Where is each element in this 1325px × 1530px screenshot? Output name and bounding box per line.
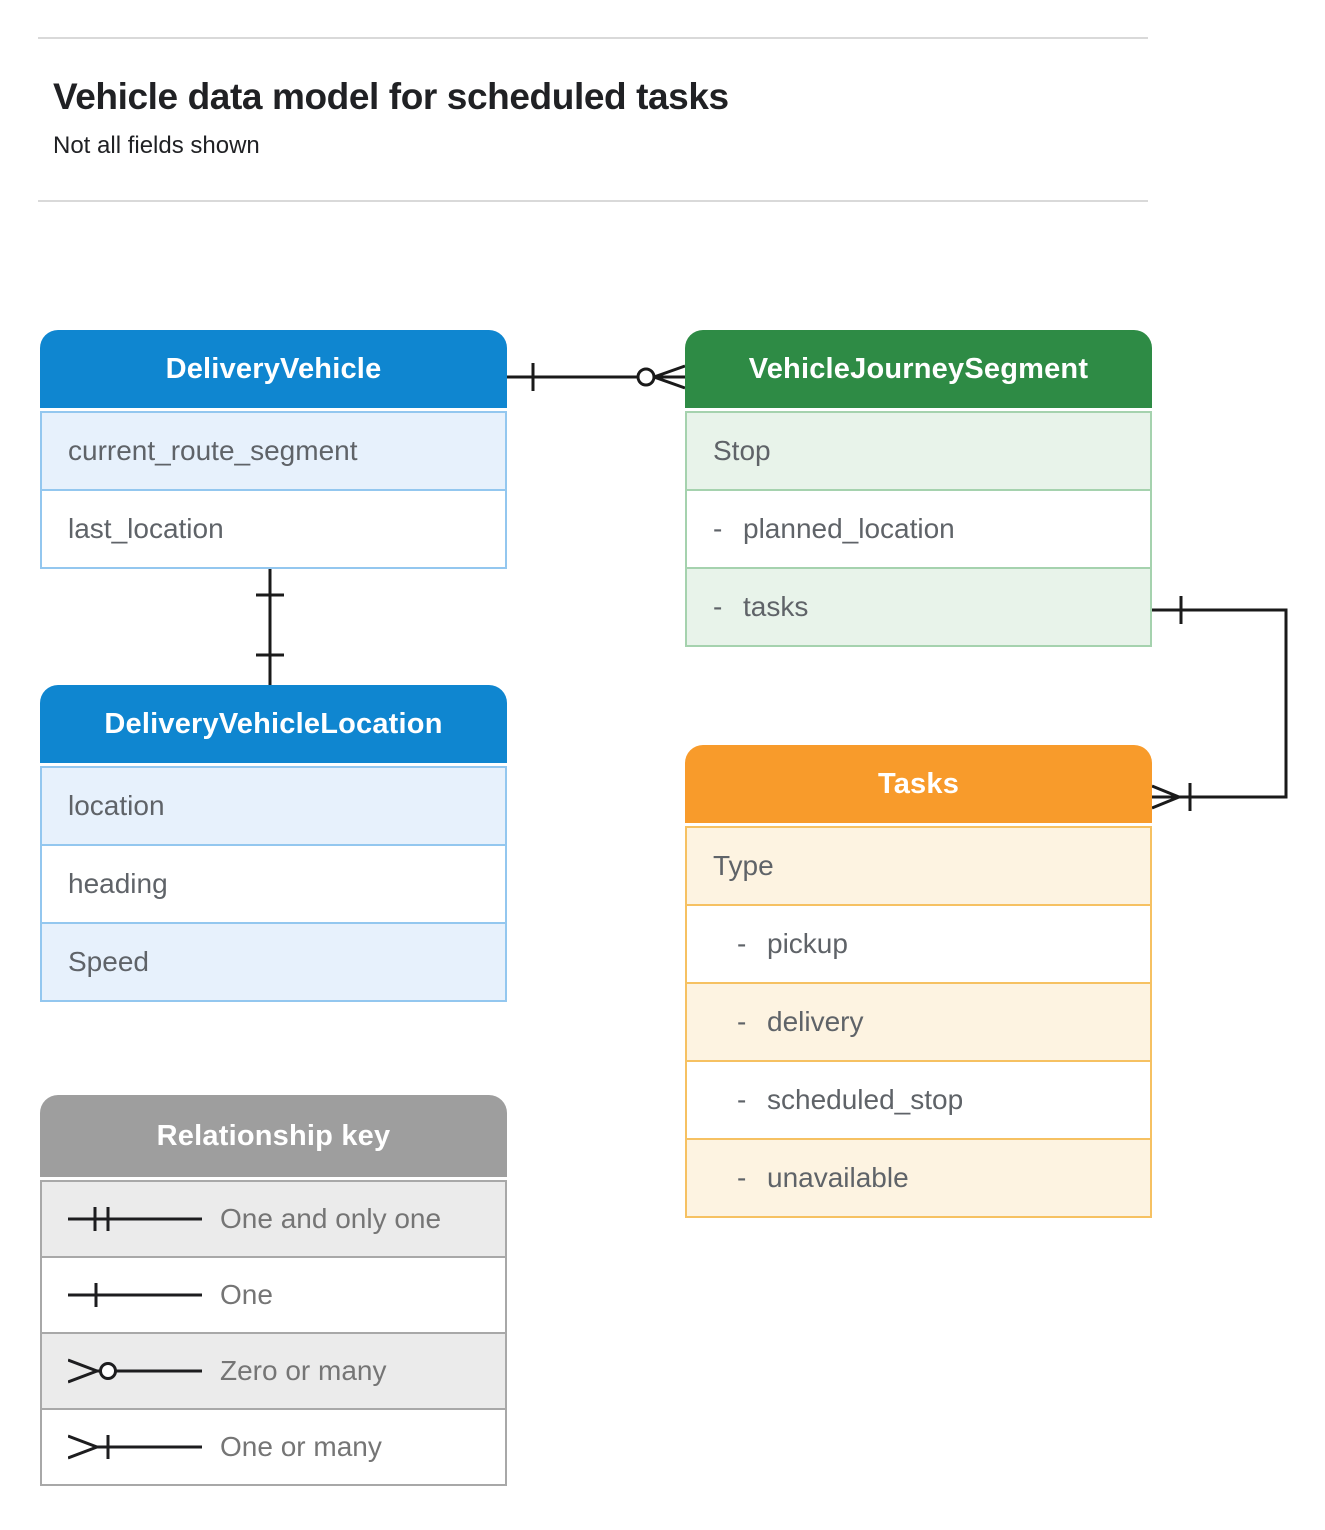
field-label: heading [68,868,168,899]
legend-label: Zero or many [220,1355,387,1386]
page-title: Vehicle data model for scheduled tasks [53,76,729,117]
field-label: scheduled_stop [767,1084,964,1115]
dash-prefix: - [737,1084,747,1115]
field-row: -scheduled_stop [685,1060,1152,1140]
field-row: Stop [685,411,1152,491]
field-label: location [68,790,165,821]
legend-row: One [40,1256,507,1334]
one-and-only-one-icon [68,1207,202,1231]
field-label: last_location [68,513,224,544]
entity-tasks: Tasks Type -pickup -delivery -scheduled_… [685,745,1152,1218]
dash-prefix: - [713,513,723,544]
legend-label: One or many [220,1431,382,1462]
field-row: -tasks [685,567,1152,647]
legend-row: Zero or many [40,1332,507,1410]
field-label: current_route_segment [68,435,358,466]
field-row: -unavailable [685,1138,1152,1218]
field-label: Type [713,850,774,881]
field-row: Type [685,826,1152,906]
field-label: pickup [767,928,848,959]
crow-foot-icon [653,364,686,379]
legend-title: Relationship key [40,1095,507,1177]
zero-circle-icon [636,367,656,387]
crow-foot-icon [1151,784,1180,799]
field-row: -planned_location [685,489,1152,569]
relationship-vehiclejourneysegment-tasks [1151,596,1288,811]
field-label: tasks [743,591,809,622]
one-icon [68,1283,202,1307]
entity-title: DeliveryVehicle [40,330,507,408]
relationship-deliveryvehicle-deliveryvehiclelocation [256,568,284,685]
field-row: location [40,766,507,846]
zero-or-many-icon [68,1358,202,1384]
page-subtitle: Not all fields shown [53,132,260,159]
field-row: current_route_segment [40,411,507,491]
field-label: planned_location [743,513,955,544]
legend-row: One or many [40,1408,507,1486]
relationship-key: Relationship key One and only one One Ze… [40,1095,507,1486]
field-row: Speed [40,922,507,1002]
entity-title: DeliveryVehicleLocation [40,685,507,763]
legend-label: One [220,1279,273,1310]
field-label: Speed [68,946,149,977]
legend-label: One and only one [220,1203,442,1234]
dash-prefix: - [713,591,723,622]
entity-delivery-vehicle-location: DeliveryVehicleLocation location heading… [40,685,507,1002]
legend-row: One and only one [40,1180,507,1258]
entity-title: VehicleJourneySegment [685,330,1152,408]
entity-vehicle-journey-segment: VehicleJourneySegment Stop -planned_loca… [685,330,1152,647]
dash-prefix: - [737,928,747,959]
entity-title: Tasks [685,745,1152,823]
field-row: last_location [40,489,507,569]
relationship-deliveryvehicle-vehiclejourneysegment [507,363,686,391]
top-divider [38,37,1148,39]
dash-prefix: - [737,1006,747,1037]
field-row: -delivery [685,982,1152,1062]
entity-delivery-vehicle: DeliveryVehicle current_route_segment la… [40,330,507,569]
field-label: delivery [767,1006,864,1037]
dash-prefix: - [737,1162,747,1193]
field-label: Stop [713,435,771,466]
one-or-many-icon [68,1434,202,1460]
header-divider [38,200,1148,202]
field-row: -pickup [685,904,1152,984]
field-label: unavailable [767,1162,909,1193]
field-row: heading [40,844,507,924]
